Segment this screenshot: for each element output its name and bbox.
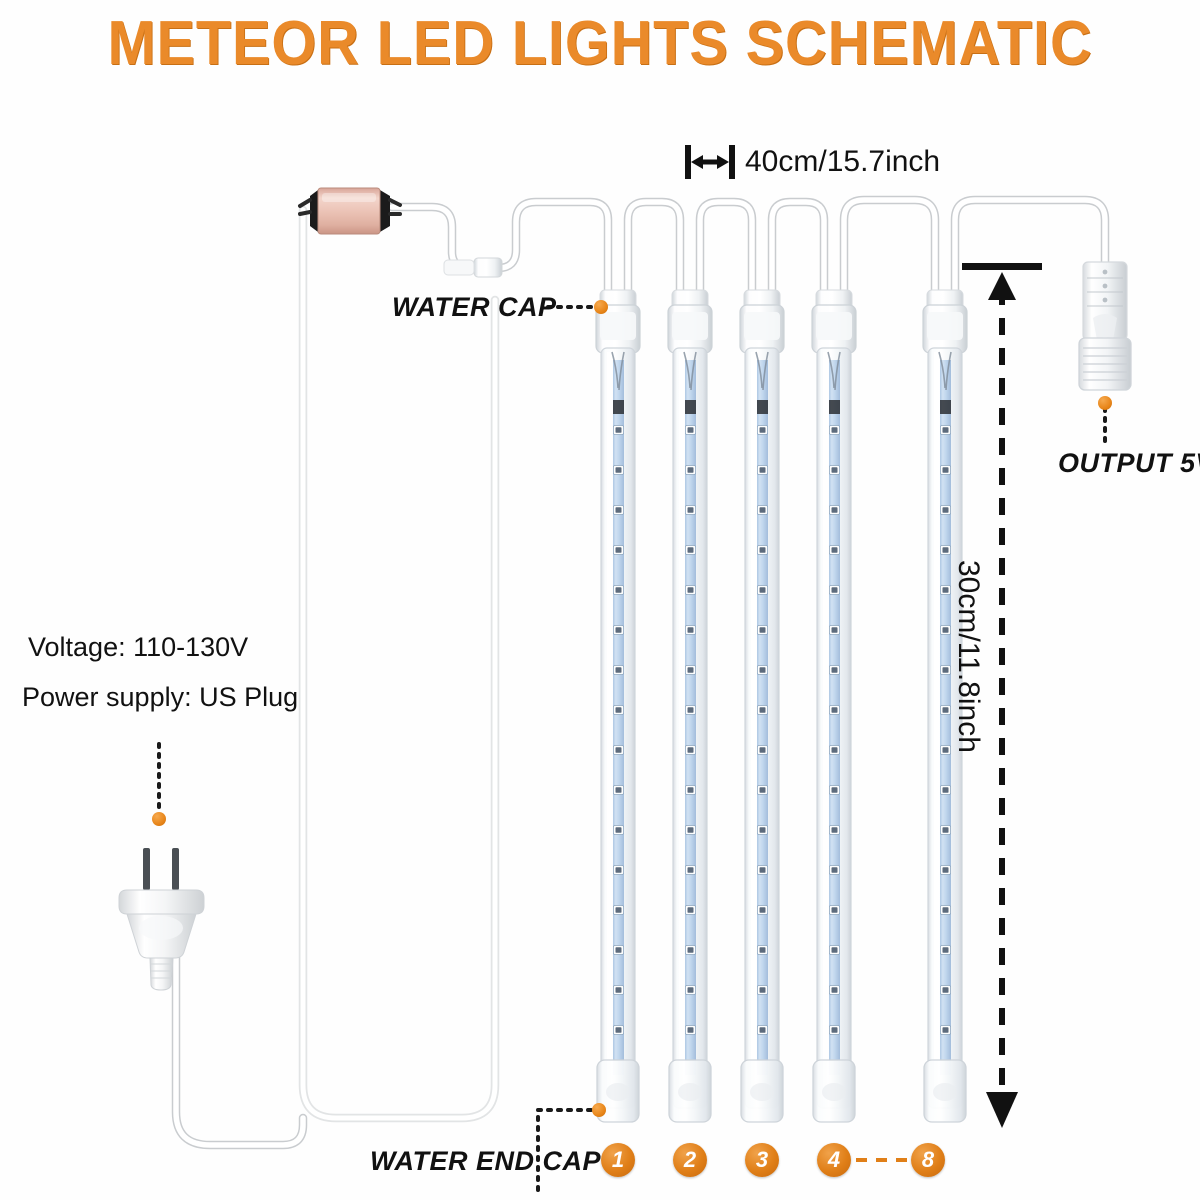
tube-badge-4: 4 (817, 1143, 851, 1177)
tube-badge-2: 2 (673, 1143, 707, 1177)
output-label: OUTPUT 5V (1058, 448, 1200, 478)
horizontal-dimension-label: 40cm/15.7inch (745, 145, 941, 178)
led-tube (667, 289, 713, 1123)
vertical-dimension-marker (962, 263, 1042, 1128)
water-cap-label: WATER CAP (392, 292, 557, 322)
power-transformer (298, 187, 402, 235)
tube-badge-3: 3 (745, 1143, 779, 1177)
page-title: METEOR LED LIGHTS SCHEMATIC (107, 9, 1093, 78)
water-cap-anchor-dot (594, 300, 608, 314)
us-two-prong-plug (118, 848, 205, 991)
voltage-label: Voltage: 110-130V (28, 632, 249, 662)
tube-badge-1: 1 (601, 1143, 635, 1177)
water-end-cap-leader (536, 1108, 594, 1192)
vertical-dimension-label: 30cm/11.8inch (952, 560, 985, 753)
water-end-cap-label: WATER END CAP (370, 1146, 602, 1176)
wiring-harness (298, 205, 500, 1123)
horizontal-dimension-marker (685, 145, 735, 179)
led-tube (922, 289, 968, 1123)
water-end-cap-anchor-dot (592, 1103, 606, 1117)
led-tube (811, 289, 857, 1123)
led-tube (739, 289, 785, 1123)
plug-anchor-dot (152, 812, 166, 826)
output-anchor-dot (1098, 396, 1112, 410)
top-bus-wire (387, 195, 1110, 305)
output-connector-5v (1078, 261, 1132, 391)
plug-lead-wire (171, 950, 308, 1150)
inline-wire-connector (443, 257, 503, 278)
led-tube (595, 289, 641, 1123)
tube-badge-8: 8 (911, 1143, 945, 1177)
power-supply-label: Power supply: US Plug (22, 682, 299, 712)
